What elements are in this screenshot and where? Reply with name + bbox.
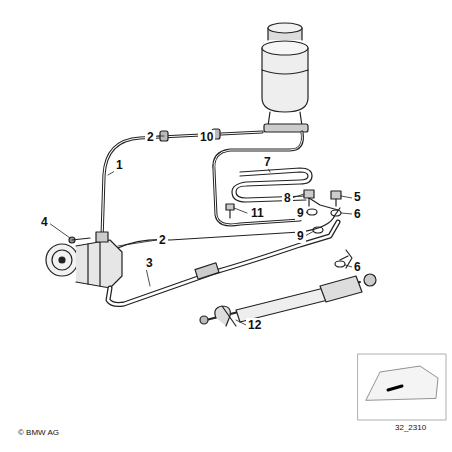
- callout-number: 7: [262, 155, 273, 169]
- callout-number: 3: [144, 256, 155, 270]
- callout-number: 6: [352, 207, 363, 221]
- callout-number: 5: [352, 190, 363, 204]
- callout-number: 12: [246, 318, 263, 332]
- expansion-hose: [108, 222, 338, 305]
- bolt-11: [226, 204, 234, 218]
- return-hose: [214, 132, 303, 225]
- power-steering-pump: [46, 232, 122, 288]
- copyright-note: © BMW AG: [16, 428, 61, 438]
- washer-9: [313, 227, 323, 233]
- hose-clamp: [215, 306, 236, 326]
- vehicle-inset: [358, 354, 446, 420]
- callout-number: 10: [198, 130, 215, 144]
- cooling-coil: [232, 168, 338, 210]
- callout-number: 4: [39, 215, 50, 229]
- bolt-8: [304, 190, 317, 215]
- callout-number: 1: [114, 158, 125, 172]
- callout-number: 9: [295, 229, 306, 243]
- bolt-5: [331, 191, 341, 216]
- callout-number: 9: [295, 206, 306, 220]
- callout-number: 8: [282, 191, 293, 205]
- callout-number: 2: [157, 233, 168, 247]
- fluid-reservoir: [262, 23, 308, 132]
- callout-number: 2: [145, 130, 156, 144]
- callout-number: 11: [249, 206, 266, 220]
- callout-number: 6: [352, 260, 363, 274]
- drawing-number: 32_2310: [393, 423, 428, 433]
- washer-6: [335, 261, 345, 267]
- suction-hose: [102, 132, 262, 238]
